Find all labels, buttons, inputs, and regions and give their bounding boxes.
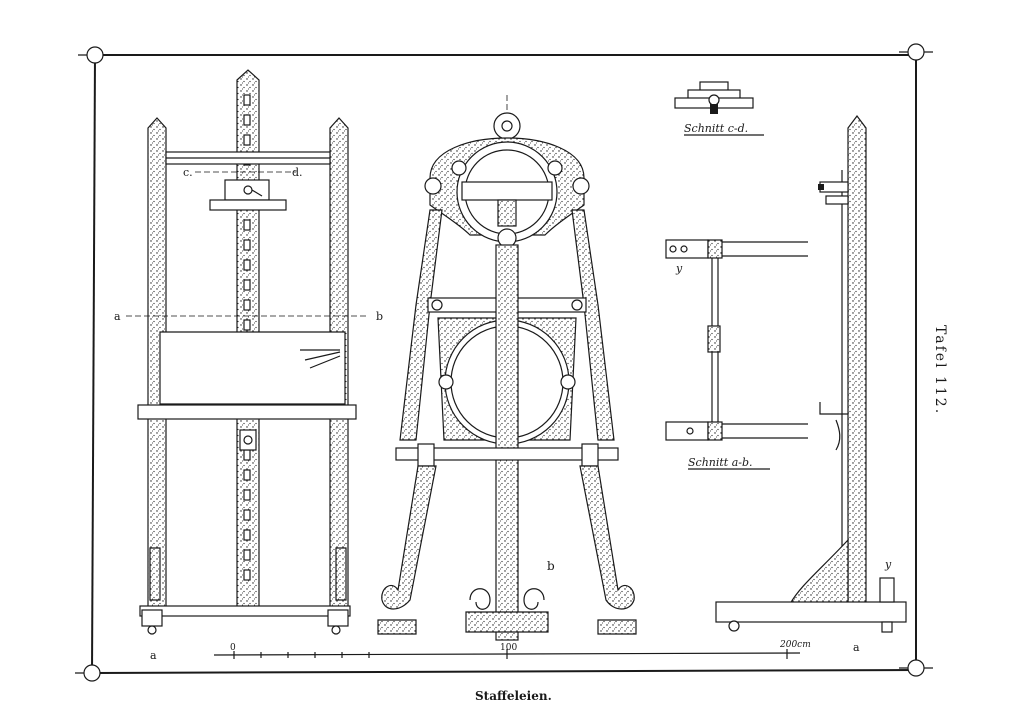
side-y-label: y: [884, 558, 892, 571]
side-view-easel: [715, 115, 907, 633]
plate-frame: [75, 43, 933, 682]
section-label-d: d.: [292, 166, 303, 179]
ornate-center-label: b: [547, 559, 555, 573]
plate-number: Tafel 112.: [932, 325, 948, 415]
section-label-c: c.: [183, 166, 193, 179]
scale-bar: [213, 649, 801, 659]
section-label-b: b: [376, 310, 383, 323]
section-ab-drawing: [665, 239, 808, 441]
scale-tick-100: 100: [500, 643, 517, 653]
scale-tick-0: 0: [230, 643, 236, 653]
front-view-easel: [126, 69, 368, 635]
section-cd-caption: Schnitt c-d.: [684, 122, 748, 135]
section-ab-caption: Schnitt a-b.: [688, 456, 753, 469]
section-cd-drawing: [674, 81, 754, 114]
ornate-easel: [377, 95, 637, 641]
corner-mark-bottom-left: [83, 664, 101, 682]
scale-tick-200: 200cm: [779, 640, 811, 650]
corner-mark-top-left: [86, 46, 104, 64]
corner-mark-top-right: [907, 43, 925, 61]
section-ab-y-label: y: [675, 262, 683, 275]
plate-caption: Staffeleien.: [475, 689, 552, 703]
corner-mark-bottom-right: [907, 659, 925, 677]
front-foot-label: a: [150, 649, 157, 662]
side-foot-label: a: [853, 641, 860, 654]
section-label-a: a: [114, 310, 121, 323]
